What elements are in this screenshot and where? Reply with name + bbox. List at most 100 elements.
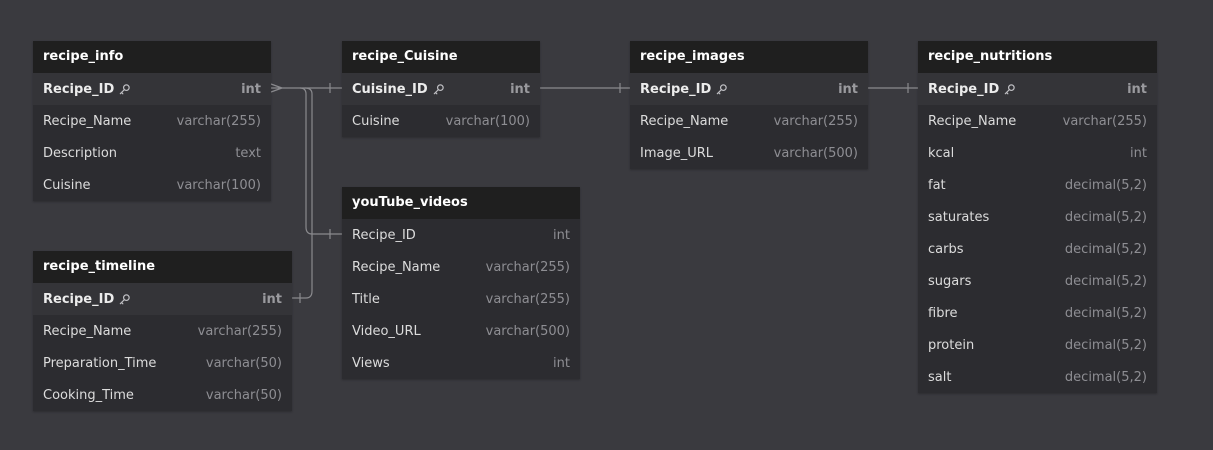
link-info-youtube (299, 87, 342, 235)
column-row-recipe-id[interactable]: Recipe_ID int (918, 73, 1157, 105)
key-icon (118, 83, 131, 96)
column-type: int (553, 355, 570, 371)
column-type: varchar(50) (205, 387, 282, 403)
column-name-text: sugars (928, 273, 972, 289)
column-name: Image_URL (640, 146, 774, 161)
column-row-fibre[interactable]: fibre decimal(5,2) (918, 297, 1157, 329)
link-info-timeline (292, 87, 313, 299)
column-type: varchar(500) (773, 145, 858, 161)
column-name-text: Recipe_ID (928, 81, 1000, 97)
column-row-recipe-name[interactable]: Recipe_Name varchar(255) (33, 315, 292, 347)
column-name-text: Recipe_Name (43, 323, 132, 339)
column-name-text: Views (352, 355, 390, 371)
column-row-fat[interactable]: fat decimal(5,2) (918, 169, 1157, 201)
column-name-text: Recipe_Name (43, 113, 132, 129)
column-name-text: Title (352, 291, 380, 307)
key-icon (118, 293, 131, 306)
column-type: int (1130, 145, 1147, 161)
column-type: decimal(5,2) (1064, 177, 1147, 193)
table-header[interactable]: recipe_Cuisine (342, 41, 540, 73)
column-name: Video_URL (352, 324, 486, 339)
column-name-text: Recipe_ID (43, 291, 115, 307)
column-row-kcal[interactable]: kcal int (918, 137, 1157, 169)
column-type: varchar(255) (176, 113, 261, 129)
column-name: Recipe_ID (352, 228, 553, 243)
column-name: Recipe_Name (43, 324, 198, 339)
column-type: int (553, 227, 570, 243)
column-name: fat (928, 178, 1065, 193)
column-name-text: Cooking_Time (43, 387, 134, 403)
column-type: int (838, 81, 858, 97)
column-name-text: fibre (928, 305, 958, 321)
column-name: Cooking_Time (43, 388, 206, 403)
column-name-text: kcal (928, 145, 955, 161)
table-header[interactable]: recipe_timeline (33, 251, 292, 283)
column-name: Recipe_ID (928, 82, 1127, 97)
column-name-text: Recipe_ID (640, 81, 712, 97)
column-type: varchar(255) (485, 259, 570, 275)
column-name: Recipe_ID (43, 292, 262, 307)
table-header[interactable]: recipe_images (630, 41, 868, 73)
table-header[interactable]: recipe_nutritions (918, 41, 1157, 73)
column-type: varchar(500) (485, 323, 570, 339)
column-row-cooking-time[interactable]: Cooking_Time varchar(50) (33, 379, 292, 411)
column-type: int (1127, 81, 1147, 97)
crows-foot-marker (270, 83, 295, 93)
column-name-text: Recipe_Name (352, 259, 441, 275)
column-name: Cuisine_ID (352, 82, 510, 97)
column-name-text: Cuisine (43, 177, 91, 193)
column-row-recipe-id[interactable]: Recipe_ID int (33, 283, 292, 315)
column-name: Description (43, 146, 235, 161)
column-row-views[interactable]: Views int (342, 347, 580, 379)
column-name: Recipe_ID (43, 82, 241, 97)
column-type: varchar(100) (176, 177, 261, 193)
column-name-text: Cuisine (352, 113, 400, 129)
column-type: decimal(5,2) (1064, 209, 1147, 225)
column-type: int (262, 291, 282, 307)
column-row-recipe-name[interactable]: Recipe_Name varchar(255) (33, 105, 271, 137)
column-name-text: salt (928, 369, 952, 385)
column-name: saturates (928, 210, 1065, 225)
column-name: salt (928, 370, 1065, 385)
key-icon (1003, 83, 1016, 96)
column-type: varchar(255) (197, 323, 282, 339)
table-header[interactable]: youTube_videos (342, 187, 580, 219)
column-name: sugars (928, 274, 1065, 289)
key-icon (715, 83, 728, 96)
column-row-recipe-id[interactable]: Recipe_ID int (630, 73, 868, 105)
column-name: Preparation_Time (43, 356, 206, 371)
table-header[interactable]: recipe_info (33, 41, 271, 73)
column-row-recipe-name[interactable]: Recipe_Name varchar(255) (342, 251, 580, 283)
column-type: decimal(5,2) (1064, 241, 1147, 257)
column-row-cuisine[interactable]: Cuisine varchar(100) (33, 169, 271, 201)
column-type: decimal(5,2) (1064, 305, 1147, 321)
column-name: Cuisine (352, 114, 446, 129)
column-name: carbs (928, 242, 1065, 257)
column-type: varchar(255) (1062, 113, 1147, 129)
column-name: Recipe_Name (928, 114, 1063, 129)
column-name-text: fat (928, 177, 946, 193)
